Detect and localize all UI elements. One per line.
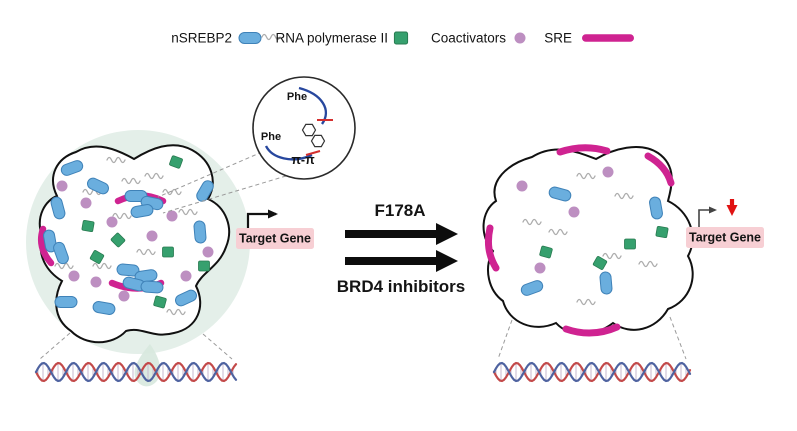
f178a-label: F178A	[374, 201, 425, 220]
coactivator-molecule	[90, 276, 102, 288]
nsrebp2-molecule	[140, 280, 164, 294]
legend-label-rna-pol: RNA polymerase II	[275, 31, 388, 46]
coactivator-molecule	[56, 180, 68, 192]
sre-segment	[38, 225, 55, 267]
coactivator-molecule	[602, 166, 614, 178]
transition-arrow-top	[345, 223, 458, 245]
coactivator-molecule	[80, 197, 92, 209]
benzene-ring	[301, 123, 317, 137]
target-gene-box-right	[686, 227, 764, 248]
phe-label-left: Phe	[261, 131, 281, 143]
dna-helix-right	[492, 361, 692, 383]
dashed-line	[497, 319, 513, 360]
dna-strand-blue	[492, 361, 692, 383]
peptide-strand	[264, 145, 313, 161]
coactivator-molecule	[516, 180, 528, 192]
target-gene-label-left: Target Gene	[239, 232, 311, 246]
nsrebp2-molecule	[193, 220, 207, 244]
coactivator-molecule	[106, 216, 118, 228]
dashed-line	[162, 175, 287, 214]
coactivator-molecule	[166, 210, 178, 222]
dna-funnel-lines	[39, 316, 687, 360]
nsrebp2-molecule	[599, 271, 613, 295]
target-gene-label-right: Target Gene	[689, 231, 761, 245]
coactivator-molecule	[568, 206, 580, 218]
target-gene-box-left	[236, 228, 314, 249]
nsrebp2-molecule	[54, 296, 78, 308]
benzene-ring	[310, 134, 326, 148]
rna-pol-molecule	[81, 219, 95, 233]
bond-mark	[305, 150, 321, 156]
dna-strand-red	[34, 361, 238, 383]
dashed-line	[202, 333, 233, 360]
nsrebp2-icon	[238, 32, 262, 44]
dna-strand-blue	[34, 361, 238, 383]
sre-segment	[562, 323, 621, 337]
rna-pol-molecule	[198, 260, 210, 272]
dashed-line	[39, 332, 71, 360]
transition-arrow-bottom	[345, 250, 458, 272]
dashed-line	[669, 316, 687, 360]
rna-pol-molecule	[624, 238, 636, 250]
coactivator-molecule	[146, 230, 158, 242]
pi-pi-inset: Phe Phe π-π	[252, 76, 356, 180]
rna-pol-molecule	[655, 225, 669, 239]
legend: nSREBP2 RNA polymerase II Coactivators S…	[171, 31, 634, 46]
coactivator-molecule	[68, 270, 80, 282]
coactivator-icon	[514, 32, 526, 44]
legend-label-sre: SRE	[544, 31, 572, 46]
coactivator-molecule	[202, 246, 214, 258]
legend-label-coactivators: Coactivators	[431, 31, 506, 46]
rna-pol-molecule	[162, 246, 174, 258]
coactivator-molecule	[534, 262, 546, 274]
sre-segment	[485, 224, 500, 272]
dna-helix-left	[34, 361, 238, 383]
dna-strand-red	[492, 361, 692, 383]
brd4-inhibitors-label: BRD4 inhibitors	[337, 277, 465, 296]
coactivator-molecule	[180, 270, 192, 282]
phe-label-top: Phe	[287, 91, 307, 103]
transcription-arrow-right	[698, 206, 717, 229]
inset-connectors	[157, 151, 287, 214]
sre-segment	[556, 144, 611, 156]
pi-pi-label: π-π	[291, 153, 315, 167]
coactivator-molecule	[118, 290, 130, 302]
condensate-right-outline	[482, 146, 694, 335]
dashed-line	[157, 151, 263, 198]
sre-icon	[582, 34, 634, 42]
sre-segments-right	[485, 144, 675, 337]
legend-label-nsrebp2: nSREBP2	[171, 31, 232, 46]
sre-segment	[644, 152, 675, 187]
rna-pol-icon	[393, 31, 409, 45]
